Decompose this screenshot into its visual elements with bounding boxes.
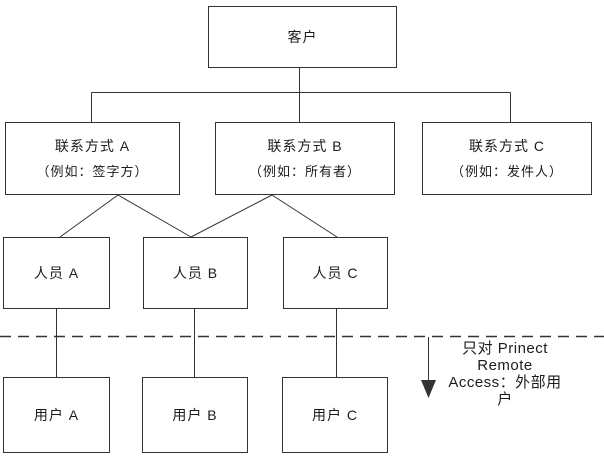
box-customer: 客户 [208,6,397,68]
contact-a-title: 联系方式 A [54,137,131,154]
connector-contact-a-person-a [59,194,119,238]
box-user-b: 用户 B [142,377,248,453]
box-person-c: 人员 C [283,237,388,309]
annotation-line: Access：外部用 [448,374,562,391]
annotation-line: Remote [477,357,533,374]
box-contact-a: 联系方式 A （例如：签字方） [5,122,180,195]
contact-b-example: （例如：所有者） [248,163,361,179]
box-contact-c: 联系方式 C （例如：发件人） [422,122,592,195]
user-a-label: 用户 A [33,406,80,423]
box-person-b: 人员 B [143,237,248,309]
box-user-a: 用户 A [3,377,110,453]
connector-customer-to-contacts [91,68,511,122]
connector-contact-b-person-b [190,194,273,238]
contact-b-title: 联系方式 B [267,137,343,154]
contact-c-example: （例如：发件人） [450,163,563,179]
annotation-line: 户 [497,391,513,408]
connector-contact-a-person-b [117,194,192,238]
box-person-a: 人员 A [3,237,110,309]
box-user-c: 用户 C [282,377,388,453]
contact-a-example: （例如：签字方） [36,163,149,179]
connector-contact-b-person-c [271,194,338,238]
user-b-label: 用户 B [172,406,218,423]
box-contact-b: 联系方式 B （例如：所有者） [215,122,395,195]
annotation-external-users: 只对 Prinect Remote Access：外部用 户 [438,340,572,408]
annotation-line: 只对 Prinect [462,340,548,357]
user-c-label: 用户 C [312,406,358,423]
customer-label: 客户 [287,28,318,45]
person-c-label: 人员 C [312,264,359,281]
person-a-label: 人员 A [33,264,80,281]
down-arrow-icon [421,337,436,398]
contact-c-title: 联系方式 C [469,137,545,154]
person-b-label: 人员 B [172,264,219,281]
